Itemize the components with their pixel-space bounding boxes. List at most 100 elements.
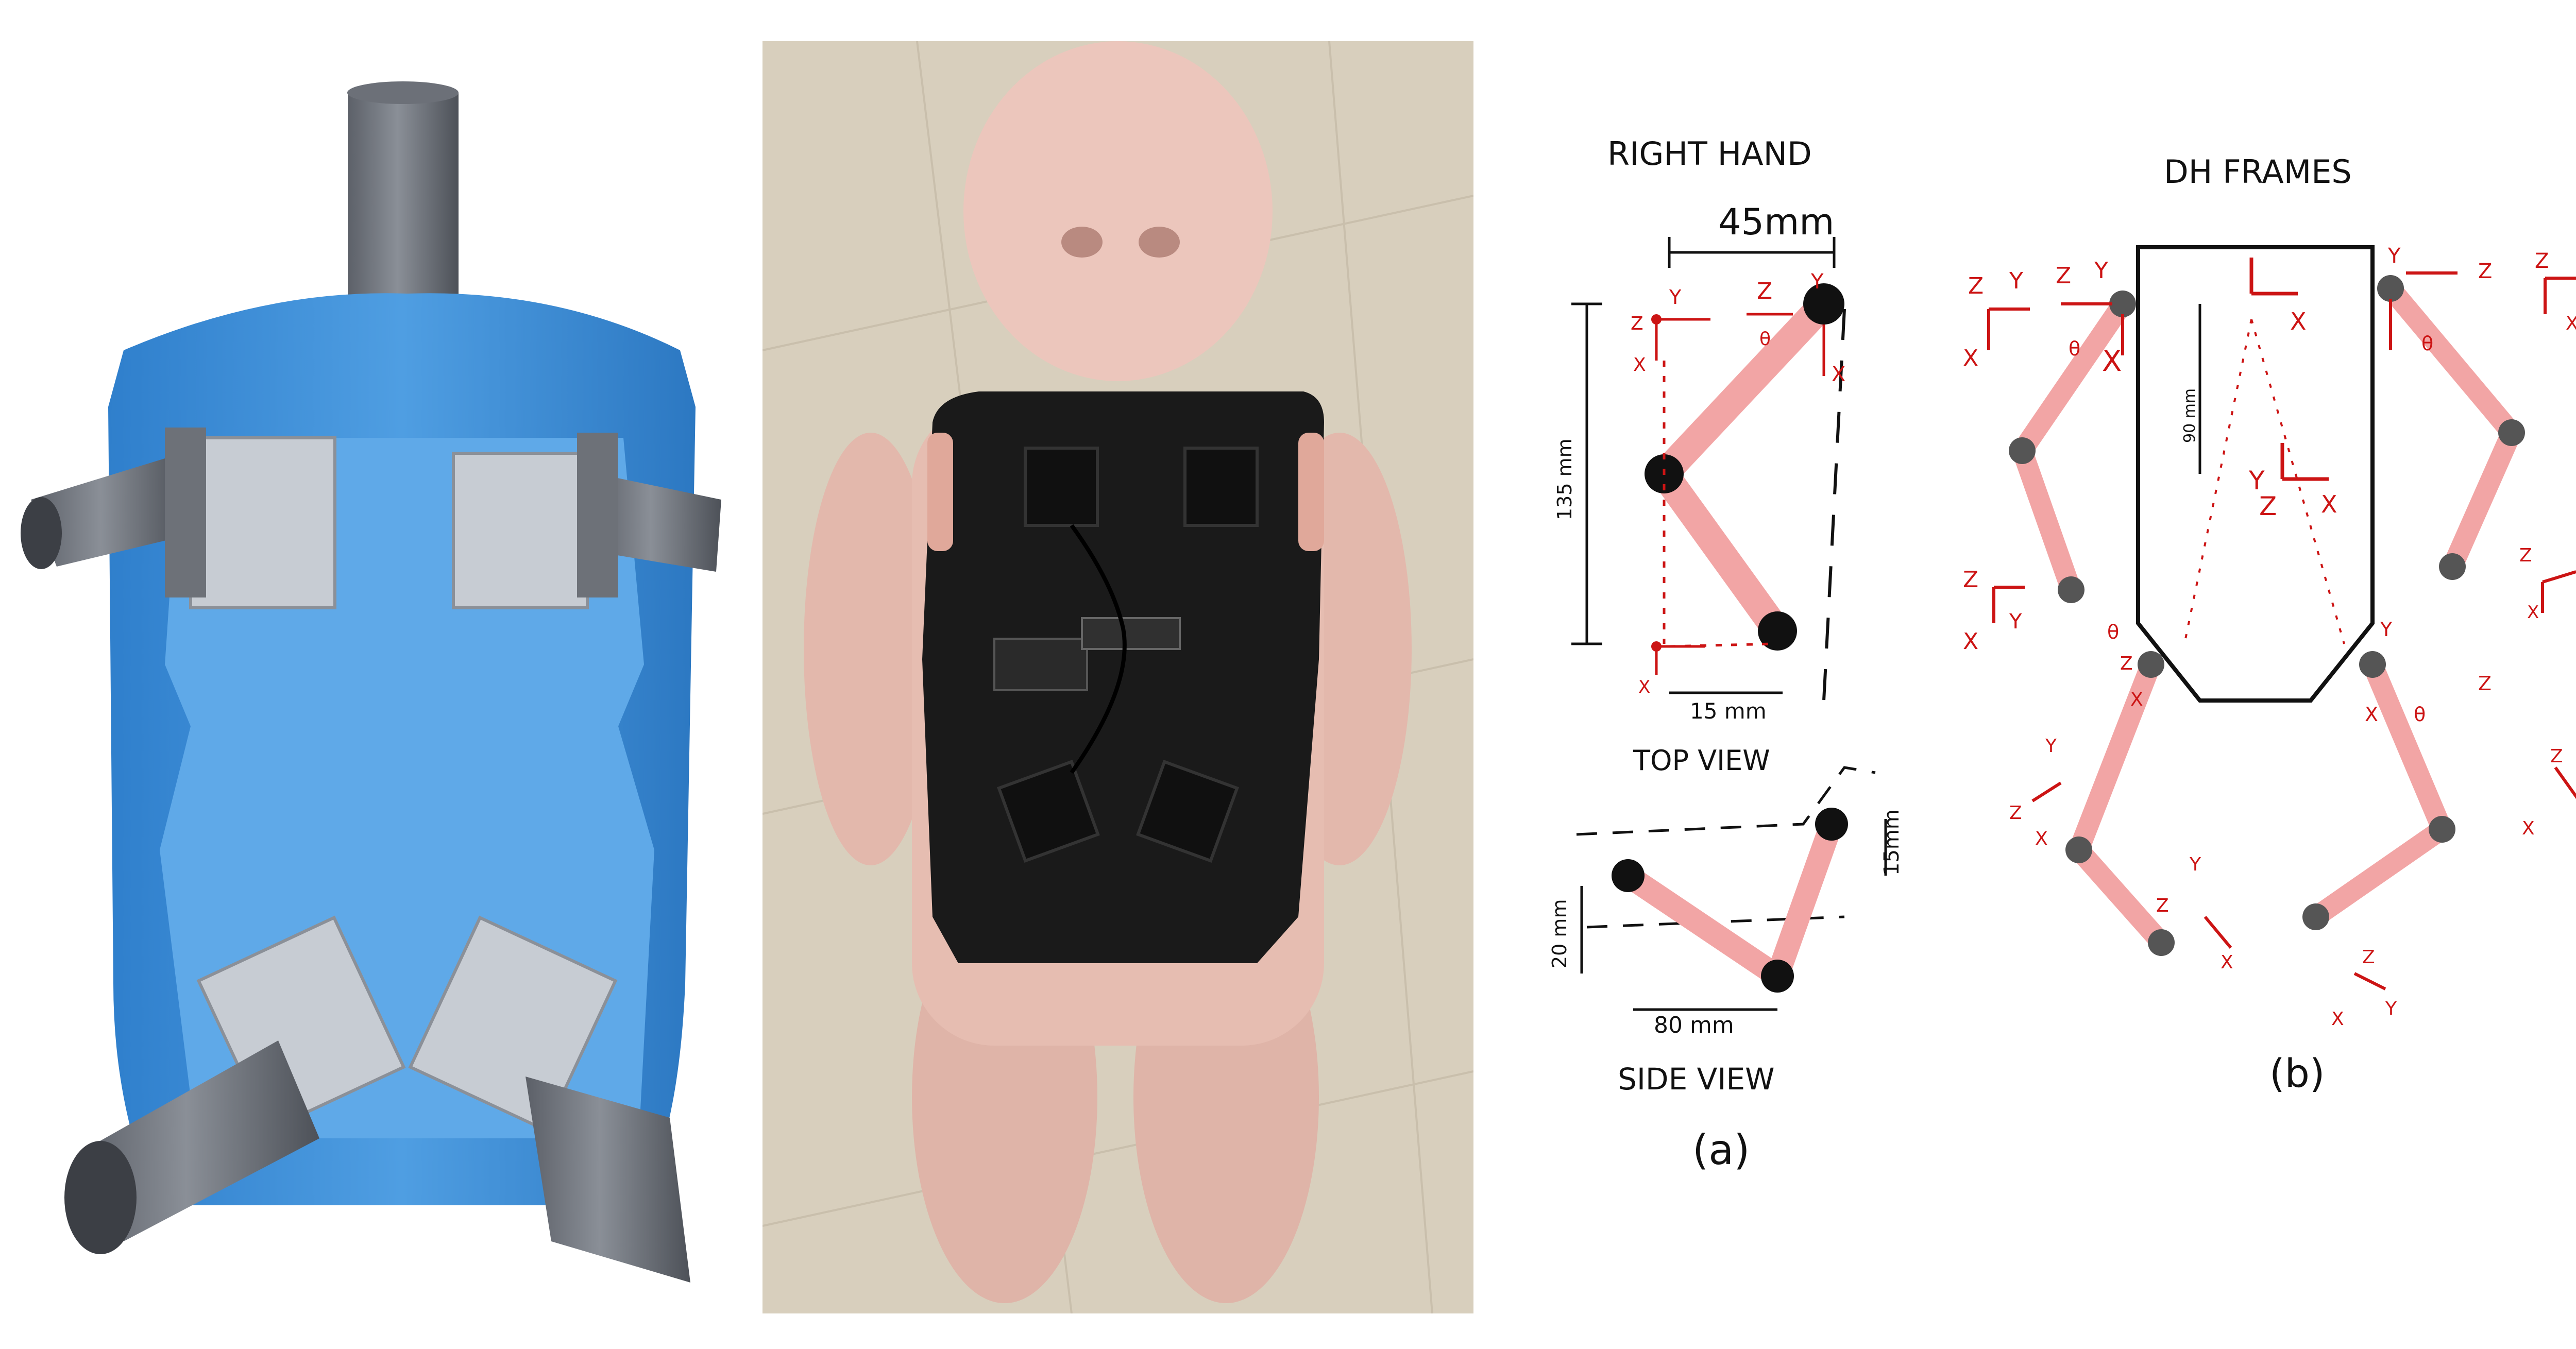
wrist-joint	[1758, 611, 1797, 651]
upper-left-servo-mount	[165, 428, 206, 597]
left-shoulder-coupler	[927, 433, 953, 551]
left-shoulder-pipe	[21, 458, 185, 569]
torso-outline	[2136, 245, 2375, 703]
right-shoulder-pipe	[592, 474, 721, 572]
label-y3-lower-right: Y	[2385, 998, 2397, 1019]
upper-right-servo-module	[452, 452, 589, 609]
label-x2-left: X	[1963, 345, 1978, 371]
theta-label: θ	[1759, 329, 1771, 350]
label-x2-right: X	[2566, 313, 2576, 334]
caption-a: (a)	[1692, 1126, 1750, 1174]
doll-left-arm	[804, 433, 938, 865]
frame-label-x1: X	[1832, 363, 1845, 386]
label-y1-left: Y	[2094, 258, 2108, 284]
label-x1-lower-right: X	[2365, 703, 2378, 726]
label-x3-left: X	[1963, 628, 1978, 655]
right-hand-diagram: RIGHT HAND 45mm 135 mm	[1548, 135, 1904, 1174]
label-z2-right: Z	[2535, 249, 2549, 273]
side-height-right-label: 15mm	[1880, 809, 1904, 876]
frame-label-z1: Z	[1757, 278, 1772, 304]
label-theta-lower-right: θ	[2414, 703, 2426, 726]
label-x3-lower-right: X	[2331, 1009, 2344, 1030]
side-view-sketch	[1576, 766, 1887, 1011]
label-z2-lower-left: Z	[2009, 802, 2022, 824]
label-x1-lower-left: X	[2130, 689, 2143, 710]
label-y3-lower-left: Y	[2189, 854, 2201, 875]
right-shoulder-coupler	[1298, 433, 1324, 551]
label-z3-left: Z	[1963, 567, 1978, 593]
kinematic-diagram-panel: RIGHT HAND 45mm 135 mm	[1515, 0, 2576, 1349]
width-dimension-label: 45mm	[1718, 201, 1834, 243]
body-dimension-label: 90 mm	[2181, 388, 2199, 443]
height-dimension-label: 135 mm	[1553, 438, 1576, 520]
label-z1-left: Z	[2056, 263, 2071, 289]
label-theta-upper-right: θ	[2421, 332, 2433, 355]
top-view-label: TOP VIEW	[1633, 744, 1770, 777]
caption-b: (b)	[2269, 1050, 2325, 1096]
frame-label-z0: Z	[2259, 491, 2277, 521]
cable-bundle	[1070, 524, 1127, 774]
forearm-link	[1650, 459, 1792, 645]
chassis-servo-upper-left	[1024, 447, 1099, 527]
shoulder-joint	[1803, 283, 1844, 325]
base-frames	[2183, 258, 2345, 644]
label-y1-right: Y	[2387, 244, 2401, 268]
frame-label-x: X	[1633, 354, 1646, 375]
cad-render-panel	[10, 46, 732, 1293]
frame-label-x0: X	[2321, 490, 2337, 518]
chassis-servo-lower-right	[1136, 760, 1239, 863]
doll-photo-panel	[762, 41, 1473, 1313]
dh-frames-title: DH FRAMES	[2164, 153, 2352, 191]
doll-left-eye	[1061, 227, 1103, 258]
label-x3-right: X	[2527, 602, 2539, 623]
label-z2-lower-right: Z	[2550, 746, 2563, 767]
doll-right-eye	[1139, 227, 1180, 258]
side-view-label: SIDE VIEW	[1618, 1062, 1774, 1097]
offset-dimension-label: 15 mm	[1690, 698, 1767, 724]
doll-photo-illustration	[762, 41, 1473, 1313]
usb-hub	[1081, 617, 1181, 650]
chassis-servo-lower-left	[997, 760, 1100, 863]
side-height-left-label: 20 mm	[1548, 899, 1571, 968]
right-hip-pipe	[526, 1077, 690, 1283]
control-board	[993, 638, 1088, 691]
label-theta-upper-left: θ	[2069, 337, 2080, 360]
label-theta-lower-left: θ	[2107, 621, 2119, 643]
label-z1-lower-left: Z	[2120, 653, 2133, 674]
right-hand-title: RIGHT HAND	[1607, 135, 1812, 173]
label-y2-lower-left: Y	[2045, 736, 2057, 757]
robot-chassis	[922, 391, 1324, 963]
upper-right-servo-mount	[577, 433, 618, 597]
frame-label-x3: X	[1638, 677, 1650, 697]
limb-links	[2012, 278, 2522, 953]
lower-right-servo-module	[408, 915, 618, 1133]
label-y1-lower-right: Y	[2380, 618, 2393, 641]
limb-frame-labels: Z Y X Z Y X θ Y θ Z Z Y X Z X Y Z Y X θ	[1963, 244, 2576, 1030]
frame-label-y0: Y	[2248, 466, 2265, 496]
label-y3-left: Y	[2009, 610, 2022, 634]
chassis-servo-upper-right	[1183, 447, 1259, 527]
label-z1-lower-right: Z	[2478, 672, 2492, 695]
label-x1-left: X	[2102, 345, 2122, 378]
label-z3-lower-left: Z	[2156, 895, 2169, 916]
label-x2-lower-left: X	[2035, 828, 2048, 849]
guide-dashed-line	[1822, 309, 1846, 701]
label-x2-lower-right: X	[2522, 818, 2535, 839]
doll-head	[963, 41, 1273, 381]
label-z1-right: Z	[2478, 260, 2492, 283]
label-x3-lower-left: X	[2221, 952, 2233, 973]
limb-frames	[1987, 271, 2576, 991]
label-z3-right: Z	[2519, 545, 2532, 566]
frame-label-xb: X	[2290, 308, 2307, 335]
frame-label-y: Y	[1669, 286, 1682, 309]
limb-joints	[2009, 275, 2525, 956]
left-hip-pipe	[64, 1040, 319, 1254]
label-z3-lower-right: Z	[2362, 947, 2375, 968]
label-y2-left: Y	[2009, 268, 2023, 294]
label-z2-left: Z	[1968, 273, 1984, 299]
neck-pipe-top	[347, 81, 459, 104]
frame-label-y1: Y	[1810, 270, 1824, 294]
cad-render-illustration	[21, 81, 721, 1283]
upper-left-servo-module	[189, 436, 336, 609]
frame-label-z: Z	[1631, 313, 1643, 334]
